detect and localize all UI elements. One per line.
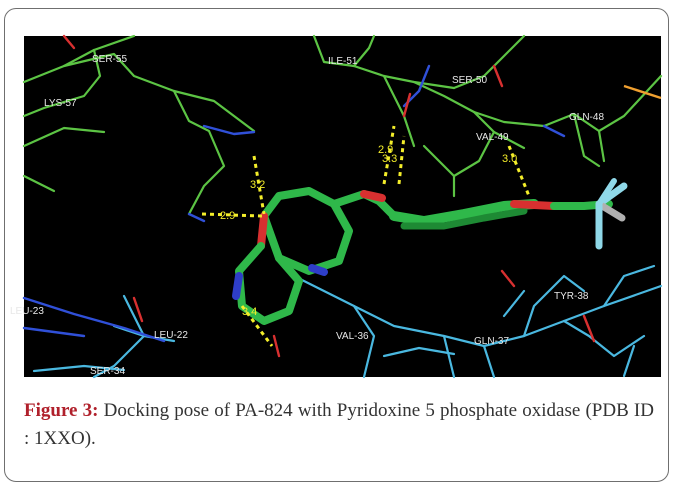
residue-label-leu22: LEU-22 [154, 330, 188, 341]
caption-text: Docking pose of PA-824 with Pyridoxine 5… [24, 400, 654, 449]
residue-label-val36: VAL-36 [336, 331, 369, 342]
green-residues [22, 34, 663, 216]
cyan-residues [32, 264, 663, 379]
residue-label-gln48: GLN-48 [569, 112, 604, 123]
residue-label-tyr38: TYR-38 [554, 291, 589, 302]
residue-label-val49: VAL-49 [476, 132, 509, 143]
distance-label-3: 2.9 [378, 144, 393, 156]
hydrogen-bonds [201, 125, 531, 347]
docking-pose-image: SER-55 LYS-57 ILE-51 SER-50 GLN-48 VAL-4… [10, 34, 663, 379]
docking-figure: SER-55 LYS-57 ILE-51 SER-50 GLN-48 VAL-4… [10, 34, 663, 379]
figure-caption: Figure 3: Docking pose of PA-824 with Py… [24, 397, 654, 453]
residue-label-ser34: SER-34 [90, 366, 125, 377]
distance-label-6: 3.4 [242, 306, 257, 318]
oxygen-atoms [62, 34, 596, 358]
residue-label-ser55: SER-55 [92, 54, 127, 65]
residue-label-leu23: LEU-23 [10, 306, 44, 317]
distance-label-1: 2.9 [220, 210, 235, 222]
residue-label-gln37: GLN-37 [474, 336, 509, 347]
figure-label: Figure 3: [24, 400, 99, 421]
blue-residues [22, 64, 566, 343]
residue-label-ile51: ILE-51 [328, 56, 358, 67]
residue-label-lys57: LYS-57 [44, 98, 77, 109]
distance-label-4: 3.3 [382, 153, 397, 165]
distance-label-2: 3.2 [250, 179, 265, 191]
ligand-pa-824 [232, 178, 628, 325]
distance-label-5: 3.0 [502, 153, 517, 165]
residue-label-ser50: SER-50 [452, 75, 487, 86]
